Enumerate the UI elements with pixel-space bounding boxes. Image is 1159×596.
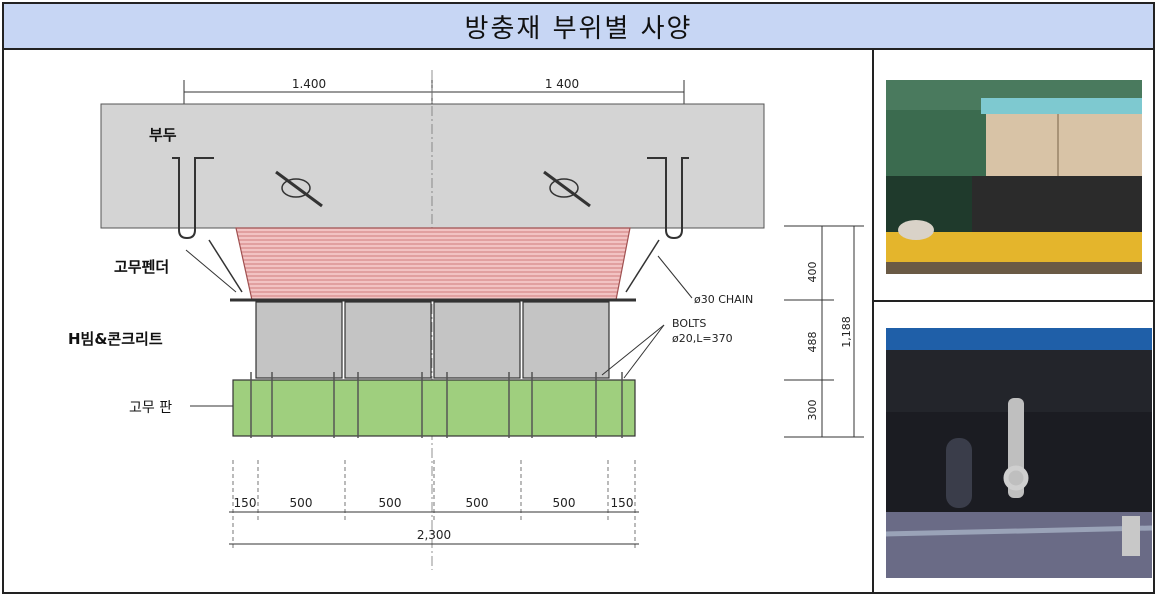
label-rubber-fender: 고무펜더 <box>114 258 169 276</box>
dim-top-right: 1 400 <box>545 77 579 91</box>
bottom-dimensions: 150 500 500 500 500 150 2,300 <box>229 460 639 550</box>
hbeam-concrete <box>255 301 610 379</box>
dim-seg1: 150 <box>234 496 257 510</box>
dim-seg5: 500 <box>553 496 576 510</box>
label-quay: 부두 <box>149 126 177 144</box>
rubber-fender <box>208 227 660 302</box>
top-dimension: 1.400 1 400 <box>183 77 685 104</box>
dim-total: 2,300 <box>417 528 451 542</box>
fender-section-drawing: 1.400 1 400 <box>68 70 864 570</box>
dim-300: 300 <box>806 400 819 421</box>
title-bar: 방충재 부위별 사양 <box>4 4 1153 50</box>
label-chain: ø30 CHAIN <box>694 293 753 306</box>
rubber-plate <box>232 372 636 438</box>
row-divider <box>874 300 1153 302</box>
label-bolts-title: BOLTS <box>672 317 706 330</box>
page-title: 방충재 부위별 사양 <box>464 13 693 44</box>
dim-seg6: 150 <box>611 496 634 510</box>
fender-installed-photo <box>886 80 1142 274</box>
label-bolts-spec: ø20,L=370 <box>672 332 733 345</box>
quay-slab <box>100 70 765 570</box>
dim-seg2: 500 <box>290 496 313 510</box>
dim-seg4: 500 <box>466 496 489 510</box>
dim-488: 488 <box>806 332 819 353</box>
dim-1188: 1,188 <box>840 316 853 348</box>
dim-top-left: 1.400 <box>292 77 326 91</box>
label-hbeam: H빔&콘크리트 <box>68 330 163 348</box>
dim-seg3: 500 <box>379 496 402 510</box>
label-rubber-plate: 고무 판 <box>129 400 172 416</box>
chain-detail-photo <box>886 328 1152 578</box>
dim-400: 400 <box>806 262 819 283</box>
right-dimensions: 400 488 300 1,188 <box>784 225 864 438</box>
column-divider <box>872 50 874 594</box>
